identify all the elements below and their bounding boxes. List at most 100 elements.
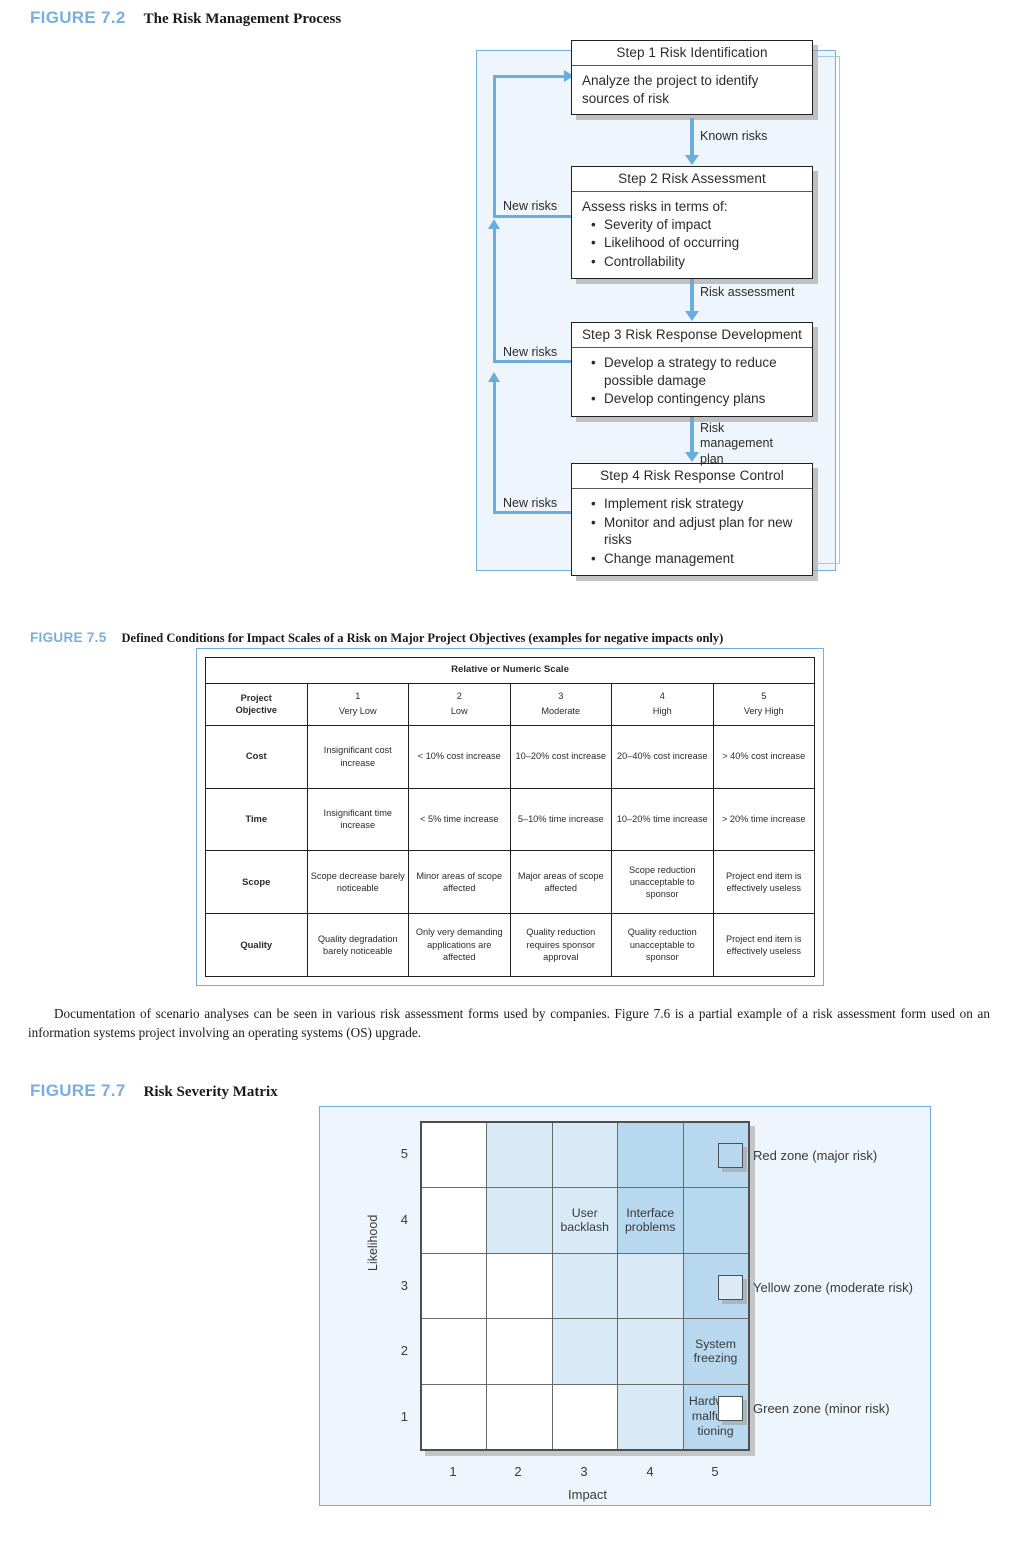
cell-i5-l1[interactable]: Hardware malfunc- tioning — [682, 1383, 749, 1450]
matrix-plot-area: Likelihood 5 4 3 2 1 User backlash Inter… — [366, 1121, 750, 1502]
cell-i3-l5[interactable] — [551, 1121, 618, 1188]
table-row: Quality Quality degradation barely notic… — [205, 913, 815, 977]
x-tick-5: 5 — [711, 1464, 719, 1479]
cell-i4-l4[interactable]: Interface problems — [617, 1187, 684, 1254]
risk-severity-matrix-panel: Likelihood 5 4 3 2 1 User backlash Inter… — [319, 1106, 931, 1506]
step-3-bullets: Develop a strategy to reduce possible da… — [582, 354, 804, 408]
x-tick-2: 2 — [514, 1464, 522, 1479]
cell-i2-l1[interactable] — [486, 1383, 553, 1450]
step-4-body: Implement risk strategy Monitor and adju… — [572, 489, 812, 575]
cell-cost-2: < 10% cost increase — [408, 724, 511, 789]
y-axis-label: Likelihood — [366, 1214, 380, 1271]
cell-i3-l1[interactable] — [551, 1383, 618, 1450]
cell-cost-1: Insignificant cost increase — [306, 724, 409, 789]
cell-i1-l1[interactable] — [420, 1383, 487, 1450]
cell-i1-l3[interactable] — [420, 1252, 487, 1319]
step-4-bullets: Implement risk strategy Monitor and adju… — [582, 495, 804, 567]
cell-time-3: 5–10% time increase — [509, 787, 612, 852]
cell-i2-l4[interactable] — [486, 1187, 553, 1254]
step-2-body: Assess risks in terms of: Severity of im… — [572, 192, 812, 278]
column-header-5: 5 Very High — [712, 682, 815, 726]
legend-label-red-zone: Red zone (major risk) — [753, 1148, 878, 1163]
cell-i5-l2[interactable]: System freezing — [682, 1318, 749, 1385]
step-2-header: Step 2 Risk Assessment — [572, 167, 812, 192]
column-header-3: 3 Moderate — [509, 682, 612, 726]
y-tick-1: 1 — [400, 1409, 408, 1424]
cell-i2-l2[interactable] — [486, 1318, 553, 1385]
cell-quality-1: Quality degradation barely noticeable — [306, 913, 409, 977]
column-4-number: 4 — [659, 690, 665, 701]
row-label-scope: Scope — [205, 850, 308, 915]
cell-i4-l2[interactable] — [617, 1318, 684, 1385]
column-5-number: 5 — [761, 690, 767, 701]
column-2-number: 2 — [456, 690, 462, 701]
x-axis-label: Impact — [568, 1487, 608, 1502]
process-return-channel — [818, 56, 840, 564]
cell-quality-2: Only very demanding applications are aff… — [408, 913, 511, 977]
y-tick-5: 5 — [400, 1146, 408, 1161]
figure-7-2-title: The Risk Management Process — [143, 11, 342, 27]
y-tick-4: 4 — [400, 1212, 408, 1227]
cell-i3-l2[interactable] — [551, 1318, 618, 1385]
figure-7-5-caption: FIGURE 7.5 Defined Conditions for Impact … — [30, 629, 723, 647]
step-2-bullets: Severity of impact Likelihood of occurri… — [582, 216, 804, 271]
cell-i3-l4[interactable]: User backlash — [551, 1187, 618, 1254]
figure-7-5-title: Defined Conditions for Impact Scales of … — [121, 631, 724, 645]
figure-7-7-title: Risk Severity Matrix — [143, 1084, 278, 1100]
feedback-line-step4 — [493, 511, 573, 514]
legend-item-red-zone[interactable]: Red zone (major risk) — [718, 1143, 877, 1168]
matrix-row-4: User backlash Interface problems — [420, 1187, 749, 1254]
list-item: Implement risk strategy — [591, 495, 804, 513]
feedback-riser-step4 — [487, 372, 500, 513]
feedback-riser-step3 — [487, 219, 500, 362]
step-2-box[interactable]: Step 2 Risk Assessment Assess risks in t… — [571, 166, 813, 280]
cell-scope-2: Minor areas of scope affected — [408, 850, 511, 915]
table-row: Scope Scope decrease barely noticeable M… — [205, 850, 815, 915]
cell-i2-l5[interactable] — [486, 1121, 553, 1188]
y-tick-2: 2 — [400, 1343, 408, 1358]
cell-quality-5: Project end item is effectively useless — [712, 913, 815, 977]
cell-i1-l2[interactable] — [420, 1318, 487, 1385]
x-tick-3: 3 — [580, 1464, 588, 1479]
flow-label-known-risks: Known risks — [700, 129, 768, 143]
matrix-row-2: System freezing — [420, 1318, 749, 1385]
cell-quality-3: Quality reduction requires sponsor appro… — [509, 913, 612, 977]
step-3-body: Develop a strategy to reduce possible da… — [572, 348, 812, 416]
cell-i4-l5[interactable] — [617, 1121, 684, 1188]
table-row: Time Insignificant time increase < 5% ti… — [205, 787, 815, 852]
legend-label-yellow-zone: Yellow zone (moderate risk) — [753, 1280, 913, 1295]
legend-swatch-red-zone — [718, 1143, 743, 1168]
cell-i3-l3[interactable] — [551, 1252, 618, 1319]
matrix-row-5 — [420, 1121, 749, 1188]
cell-scope-4: Scope reduction unacceptable to sponsor — [611, 850, 714, 915]
cell-i2-l3[interactable] — [486, 1252, 553, 1319]
feedback-line-step2 — [493, 215, 573, 218]
scale-supertitle: Relative or Numeric Scale — [205, 657, 815, 684]
cell-i5-l4[interactable] — [682, 1187, 749, 1254]
legend-swatch-yellow-zone — [718, 1275, 743, 1300]
cell-i1-l5[interactable] — [420, 1121, 487, 1188]
legend-item-green-zone[interactable]: Green zone (minor risk) — [718, 1396, 890, 1421]
figure-7-5-number: FIGURE 7.5 — [30, 630, 107, 645]
x-tick-4: 4 — [646, 1464, 654, 1479]
step-1-body: Analyze the project to identify sources … — [572, 66, 812, 114]
legend-item-yellow-zone[interactable]: Yellow zone (moderate risk) — [718, 1275, 913, 1300]
cell-i1-l4[interactable] — [420, 1187, 487, 1254]
list-item: Severity of impact — [591, 216, 804, 234]
table-row: Cost Insignificant cost increase < 10% c… — [205, 724, 815, 789]
cell-time-4: 10–20% time increase — [611, 787, 714, 852]
step-4-box[interactable]: Step 4 Risk Response Control Implement r… — [571, 463, 813, 577]
cell-i4-l1[interactable] — [617, 1383, 684, 1450]
body-paragraph: Documentation of scenario analyses can b… — [28, 1004, 990, 1042]
table-supertitle-row: Relative or Numeric Scale — [205, 657, 815, 684]
cell-i4-l3[interactable] — [617, 1252, 684, 1319]
step-1-box[interactable]: Step 1 Risk Identification Analyze the p… — [571, 40, 813, 116]
step-3-header: Step 3 Risk Response Development — [572, 323, 812, 348]
list-item: Monitor and adjust plan for new risks — [591, 514, 804, 549]
step-3-box[interactable]: Step 3 Risk Response Development Develop… — [571, 322, 813, 417]
step-2-text: Assess risks in terms of: — [582, 199, 728, 214]
